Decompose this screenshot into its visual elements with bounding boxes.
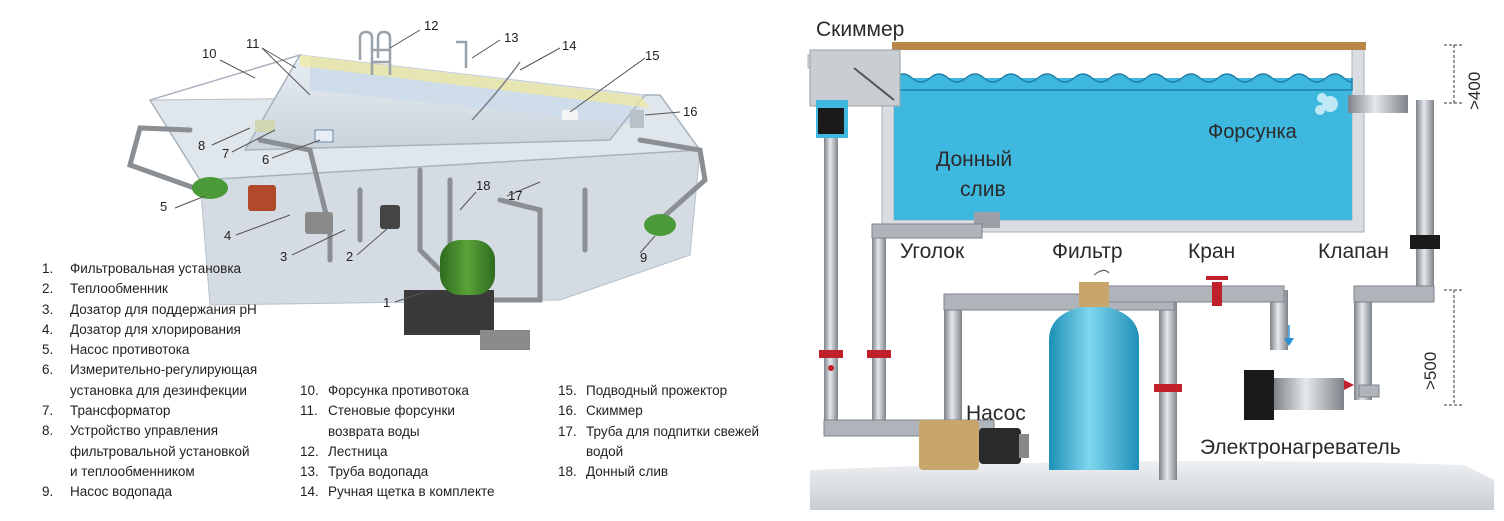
legend-item: 14.Ручная щетка в комплекте [300, 484, 495, 500]
callout-7: 7 [222, 146, 229, 161]
callout-9: 9 [640, 250, 647, 265]
deck-board [892, 42, 1366, 50]
callout-10: 10 [202, 46, 216, 61]
label-bottom-drain-1: Донный [936, 148, 1012, 171]
label-check-valve: Клапан [1318, 240, 1389, 263]
callout-numbers: 10 11 12 13 14 15 16 8 7 6 5 4 3 2 18 17… [160, 18, 697, 310]
dimension-markers [1444, 44, 1464, 406]
legend-column-2: 10.Форсунка противотока 11.Стеновые форс… [300, 381, 550, 503]
legend-item: 2.Теплообменник [42, 281, 168, 297]
label-filter: Фильтр [1052, 240, 1123, 263]
callout-4: 4 [224, 228, 231, 243]
electric-heater [1244, 325, 1354, 420]
legend-item: 11.Стеновые форсунки возврата воды [300, 403, 455, 439]
callout-6: 6 [262, 152, 269, 167]
callout-12: 12 [424, 18, 438, 33]
label-elbow: Уголок [900, 240, 965, 263]
label-heater: Электронагреватель [1200, 436, 1401, 459]
legend-item: 3.Дозатор для поддержания pH [42, 301, 257, 317]
label-valve: Кран [1188, 240, 1235, 263]
legend-item: 18.Донный слив [558, 464, 669, 480]
label-nozzle: Форсунка [1208, 121, 1298, 143]
sand-filter [1049, 269, 1139, 470]
hand-brush [471, 61, 521, 121]
label-pump: Насос [966, 402, 1026, 425]
callout-2: 2 [346, 249, 353, 264]
legend-item: 16.Скиммер [558, 403, 643, 419]
callout-3: 3 [280, 249, 287, 264]
callout-14: 14 [562, 38, 576, 53]
legend-item: 1.Фильтровальная установка [42, 261, 242, 276]
legend-item: 4.Дозатор для хлорирования [42, 321, 241, 337]
legend-item: 10.Форсунка противотока [300, 383, 469, 398]
label-skimmer: Скиммер [816, 18, 904, 41]
check-valve [1410, 235, 1440, 249]
callout-13: 13 [504, 30, 518, 45]
schematic-drawing: Скиммер Форсунка Донный слив Уголок Филь… [807, 18, 1494, 510]
pool-equipment-illustration: 10 11 12 13 14 15 16 8 7 6 5 4 3 2 18 17… [42, 18, 798, 503]
legend-item: 15.Подводный прожектор [558, 383, 728, 398]
legend-item: 9.Насос водопада [42, 484, 172, 500]
callout-8: 8 [198, 138, 205, 153]
legend-item: 8.Устройство управления фильтровальной у… [42, 423, 250, 479]
schematic-labels: Скиммер Форсунка Донный слив Уголок Филь… [816, 18, 1484, 459]
valves [819, 276, 1228, 392]
callout-18: 18 [476, 178, 490, 193]
callout-1: 1 [383, 295, 390, 310]
legend-item: 12.Лестница [300, 443, 388, 459]
callout-16: 16 [683, 104, 697, 119]
callout-lines [174, 29, 681, 303]
pool-3d-drawing: 10 11 12 13 14 15 16 8 7 6 5 4 3 2 18 17… [126, 18, 708, 350]
callout-5: 5 [160, 199, 167, 214]
callout-15: 15 [645, 48, 659, 63]
legend-item: 6.Измерительно-регулирующая установка дл… [42, 362, 258, 398]
equipment [192, 110, 676, 350]
legend-column-3: 15.Подводный прожектор 16.Скиммер 17.Тру… [558, 381, 798, 482]
label-dim-top: >400 [1465, 72, 1484, 110]
nozzle [1315, 93, 1408, 115]
pump [919, 420, 1029, 470]
legend-item: 13.Труба водопада [300, 464, 429, 480]
ground [810, 461, 1494, 510]
legend-item: 17.Труба для подпитки свежей водой [558, 423, 760, 459]
ladder [358, 30, 392, 75]
waterfall-pipe [456, 40, 468, 68]
legend-item: 5.Насос противотока [42, 342, 190, 358]
pool-water [894, 78, 1352, 220]
label-dim-bottom: >500 [1421, 352, 1440, 390]
legend-item: 7.Трансформатор [42, 403, 171, 419]
callout-11: 11 [246, 36, 260, 51]
callout-17: 17 [508, 188, 522, 203]
label-bottom-drain-2: слив [960, 178, 1006, 201]
skimmer [809, 49, 901, 138]
pool-plumbing-schematic: Скиммер Форсунка Донный слив Уголок Филь… [804, 0, 1504, 516]
legend-column-1: 1.Фильтровальная установка 2.Теплообменн… [42, 259, 302, 503]
